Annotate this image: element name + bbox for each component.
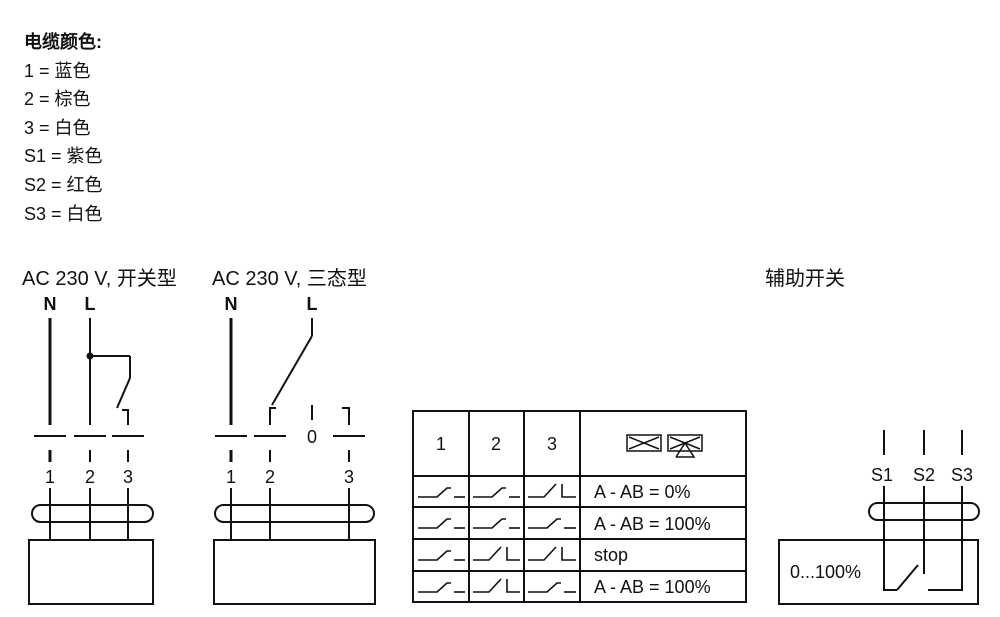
- threepoint-terminal-2: 2: [265, 467, 275, 487]
- aux-range-label: 0...100%: [790, 562, 861, 582]
- table-header-3: 3: [547, 434, 557, 454]
- switch-state-glyphs: [418, 483, 576, 593]
- onoff-l-label: L: [85, 294, 96, 314]
- threepoint-n-label: N: [225, 294, 238, 314]
- threepoint-zero-label: 0: [307, 427, 317, 447]
- table-header-1: 1: [436, 434, 446, 454]
- legend-item: S2 = 红色: [24, 174, 103, 195]
- table-row-text: A - AB = 100%: [594, 577, 711, 597]
- aux-switch-title: 辅助开关: [765, 268, 845, 290]
- legend-item: 2 = 棕色: [24, 89, 91, 110]
- table-row-text: A - AB = 0%: [594, 482, 691, 502]
- onoff-wiring-diagram: [28, 318, 154, 605]
- legend-item: S3 = 白色: [24, 203, 103, 224]
- table-header-2: 2: [491, 434, 501, 454]
- legend-item: 1 = 蓝色: [24, 60, 91, 81]
- onoff-terminal-1: 1: [45, 467, 55, 487]
- threepoint-diagram-title: AC 230 V, 三态型: [212, 268, 367, 290]
- aux-s1-label: S1: [871, 465, 893, 485]
- legend-item: 3 = 白色: [24, 117, 91, 138]
- legend-title: 电缆颜色:: [24, 32, 102, 52]
- onoff-terminal-3: 3: [123, 467, 133, 487]
- cable-color-legend: 电缆颜色: 1 = 蓝色 2 = 棕色 3 = 白色 S1 = 紫色 S2 = …: [24, 28, 103, 228]
- aux-switch-diagram: [778, 430, 980, 605]
- aux-s3-label: S3: [951, 465, 973, 485]
- legend-item: S1 = 紫色: [24, 146, 103, 167]
- threepoint-terminal-1: 1: [226, 467, 236, 487]
- onoff-terminal-2: 2: [85, 467, 95, 487]
- aux-s2-label: S2: [913, 465, 935, 485]
- onoff-n-label: N: [44, 294, 57, 314]
- valve-symbols-icon: [626, 434, 703, 458]
- threepoint-l-label: L: [307, 294, 318, 314]
- threepoint-terminal-3: 3: [344, 467, 354, 487]
- onoff-diagram-title: AC 230 V, 开关型: [22, 268, 177, 290]
- table-row-text: A - AB = 100%: [594, 514, 711, 534]
- switching-table: [412, 410, 747, 603]
- threepoint-wiring-diagram: [213, 318, 376, 605]
- table-row-text: stop: [594, 545, 628, 565]
